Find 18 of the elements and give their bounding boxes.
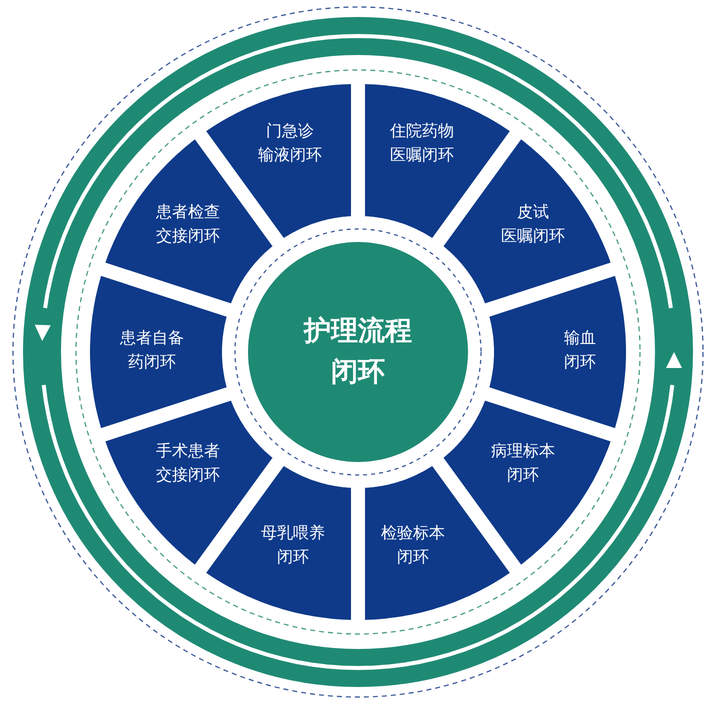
ring-segment (443, 400, 611, 565)
segment-label: 皮试医嘱闭环 (501, 201, 565, 247)
segment-label: 患者自备药闭环 (120, 327, 184, 373)
segment-label: 住院药物医嘱闭环 (390, 120, 454, 166)
ring-segment (105, 139, 273, 304)
ring-segment (489, 275, 626, 429)
segment-label: 病理标本闭环 (491, 440, 555, 486)
ring-segment (364, 465, 510, 620)
ring-segment (90, 275, 227, 429)
segment-label: 手术患者交接闭环 (156, 440, 220, 486)
segment-label: 输血闭环 (564, 327, 596, 373)
segment-label: 检验标本闭环 (381, 522, 445, 568)
segment-label: 母乳喂养闭环 (261, 522, 325, 568)
center-circle (248, 242, 468, 462)
ring-segment (206, 465, 351, 620)
segment-label: 门急诊输液闭环 (258, 120, 322, 166)
center-title: 护理流程闭环 (304, 314, 412, 389)
segment-label: 患者检查交接闭环 (156, 201, 220, 247)
